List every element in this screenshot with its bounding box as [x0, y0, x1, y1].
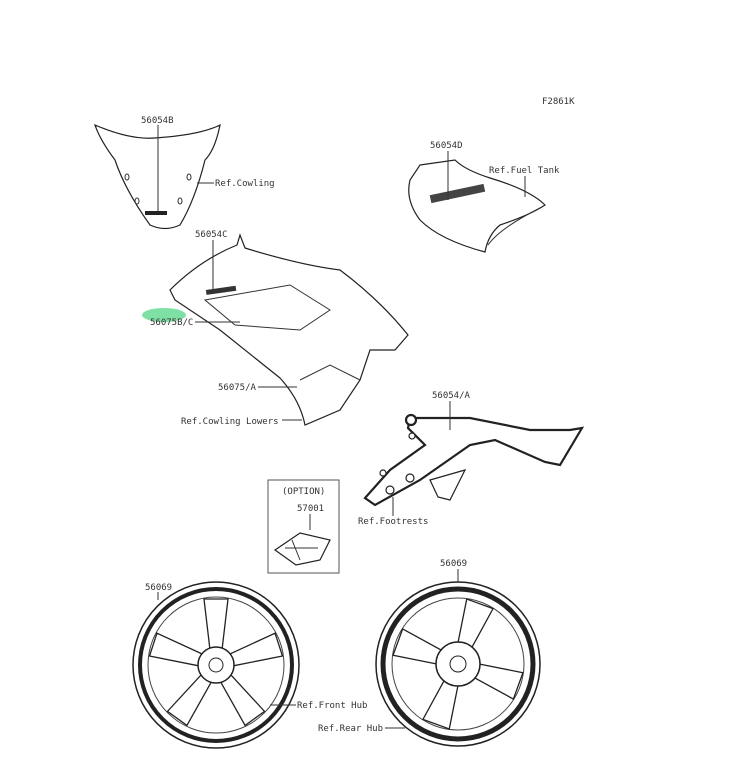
rear-wheel-part[interactable] — [375, 581, 541, 747]
label-56054b[interactable]: 56054B — [141, 116, 174, 126]
label-ref-footrests[interactable]: Ref.Footrests — [358, 517, 428, 527]
fuel-tank-part[interactable] — [408, 159, 546, 253]
label-ref-fuel-tank[interactable]: Ref.Fuel Tank — [489, 166, 560, 176]
front-wheel-part[interactable] — [132, 581, 300, 749]
label-ref-front-hub[interactable]: Ref.Front Hub — [297, 701, 367, 711]
label-57001[interactable]: 57001 — [297, 504, 324, 514]
option-box — [267, 479, 340, 574]
label-front-wheel-56069[interactable]: 56069 — [145, 583, 172, 593]
label-ref-cowling-lowers[interactable]: Ref.Cowling Lowers — [181, 417, 279, 427]
label-option: (OPTION) — [282, 487, 325, 497]
label-rear-wheel-56069[interactable]: 56069 — [440, 559, 467, 569]
figure-code: F2861K — [542, 97, 575, 107]
label-56075-a[interactable]: 56075/A — [218, 383, 257, 393]
label-ref-cowling[interactable]: Ref.Cowling — [215, 179, 275, 189]
footrest-bracket-part[interactable] — [363, 413, 585, 507]
label-ref-rear-hub[interactable]: Ref.Rear Hub — [318, 724, 383, 734]
option-clip-part[interactable] — [273, 532, 331, 566]
label-56075b-c[interactable]: 56075B/C — [150, 318, 193, 328]
label-56054c[interactable]: 56054C — [195, 230, 228, 240]
label-56054-a[interactable]: 56054/A — [432, 391, 471, 401]
cowling-part[interactable] — [169, 233, 409, 426]
highlight-marker — [142, 308, 186, 322]
label-56054d[interactable]: 56054D — [430, 141, 463, 151]
